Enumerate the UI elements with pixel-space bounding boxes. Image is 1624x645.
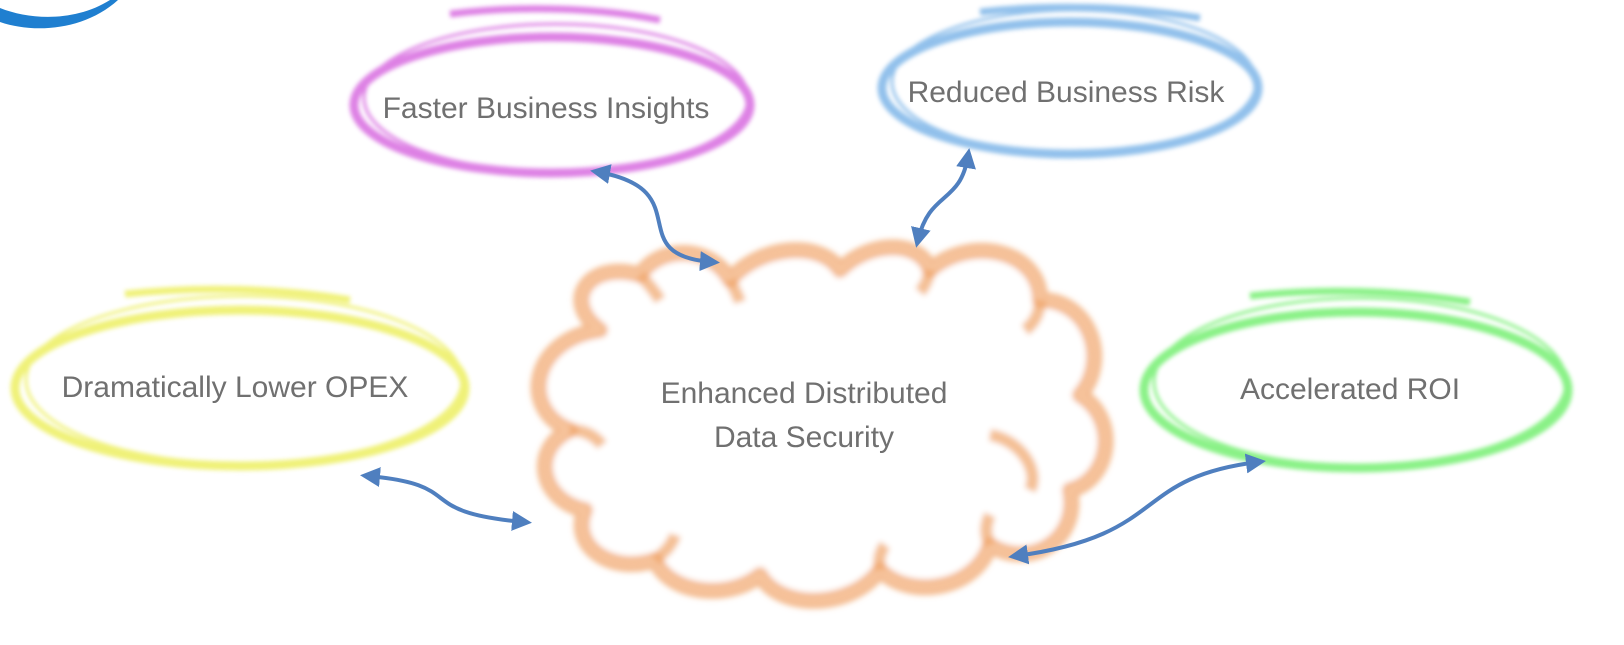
ellipse-reduced-business-risk [877,3,1263,159]
ellipse-dramatically-lower-opex [10,285,470,471]
center-label-line-2: Data Security [713,421,895,454]
ellipse-accelerated-roi [1139,287,1573,473]
ellipse-faster-business-insights [349,5,755,178]
benefit-label-reduced-business-risk: Reduced Business Risk [907,76,1225,109]
benefit-label-faster-business-insights: Faster Business Insights [382,92,710,125]
center-label-line-1: Enhanced Distributed [660,377,948,410]
center-label: Enhanced Distributed Data Security [624,372,984,460]
connector-accelerated-roi [1008,453,1266,565]
benefit-label-dramatically-lower-opex: Dramatically Lower OPEX [61,371,409,404]
logo-swoosh-icon [0,0,118,29]
connector-reduced-business-risk [911,148,976,248]
connector-faster-business-insights [590,164,720,272]
benefit-label-accelerated-roi: Accelerated ROI [1239,373,1461,406]
connector-dramatically-lower-opex [360,467,532,531]
